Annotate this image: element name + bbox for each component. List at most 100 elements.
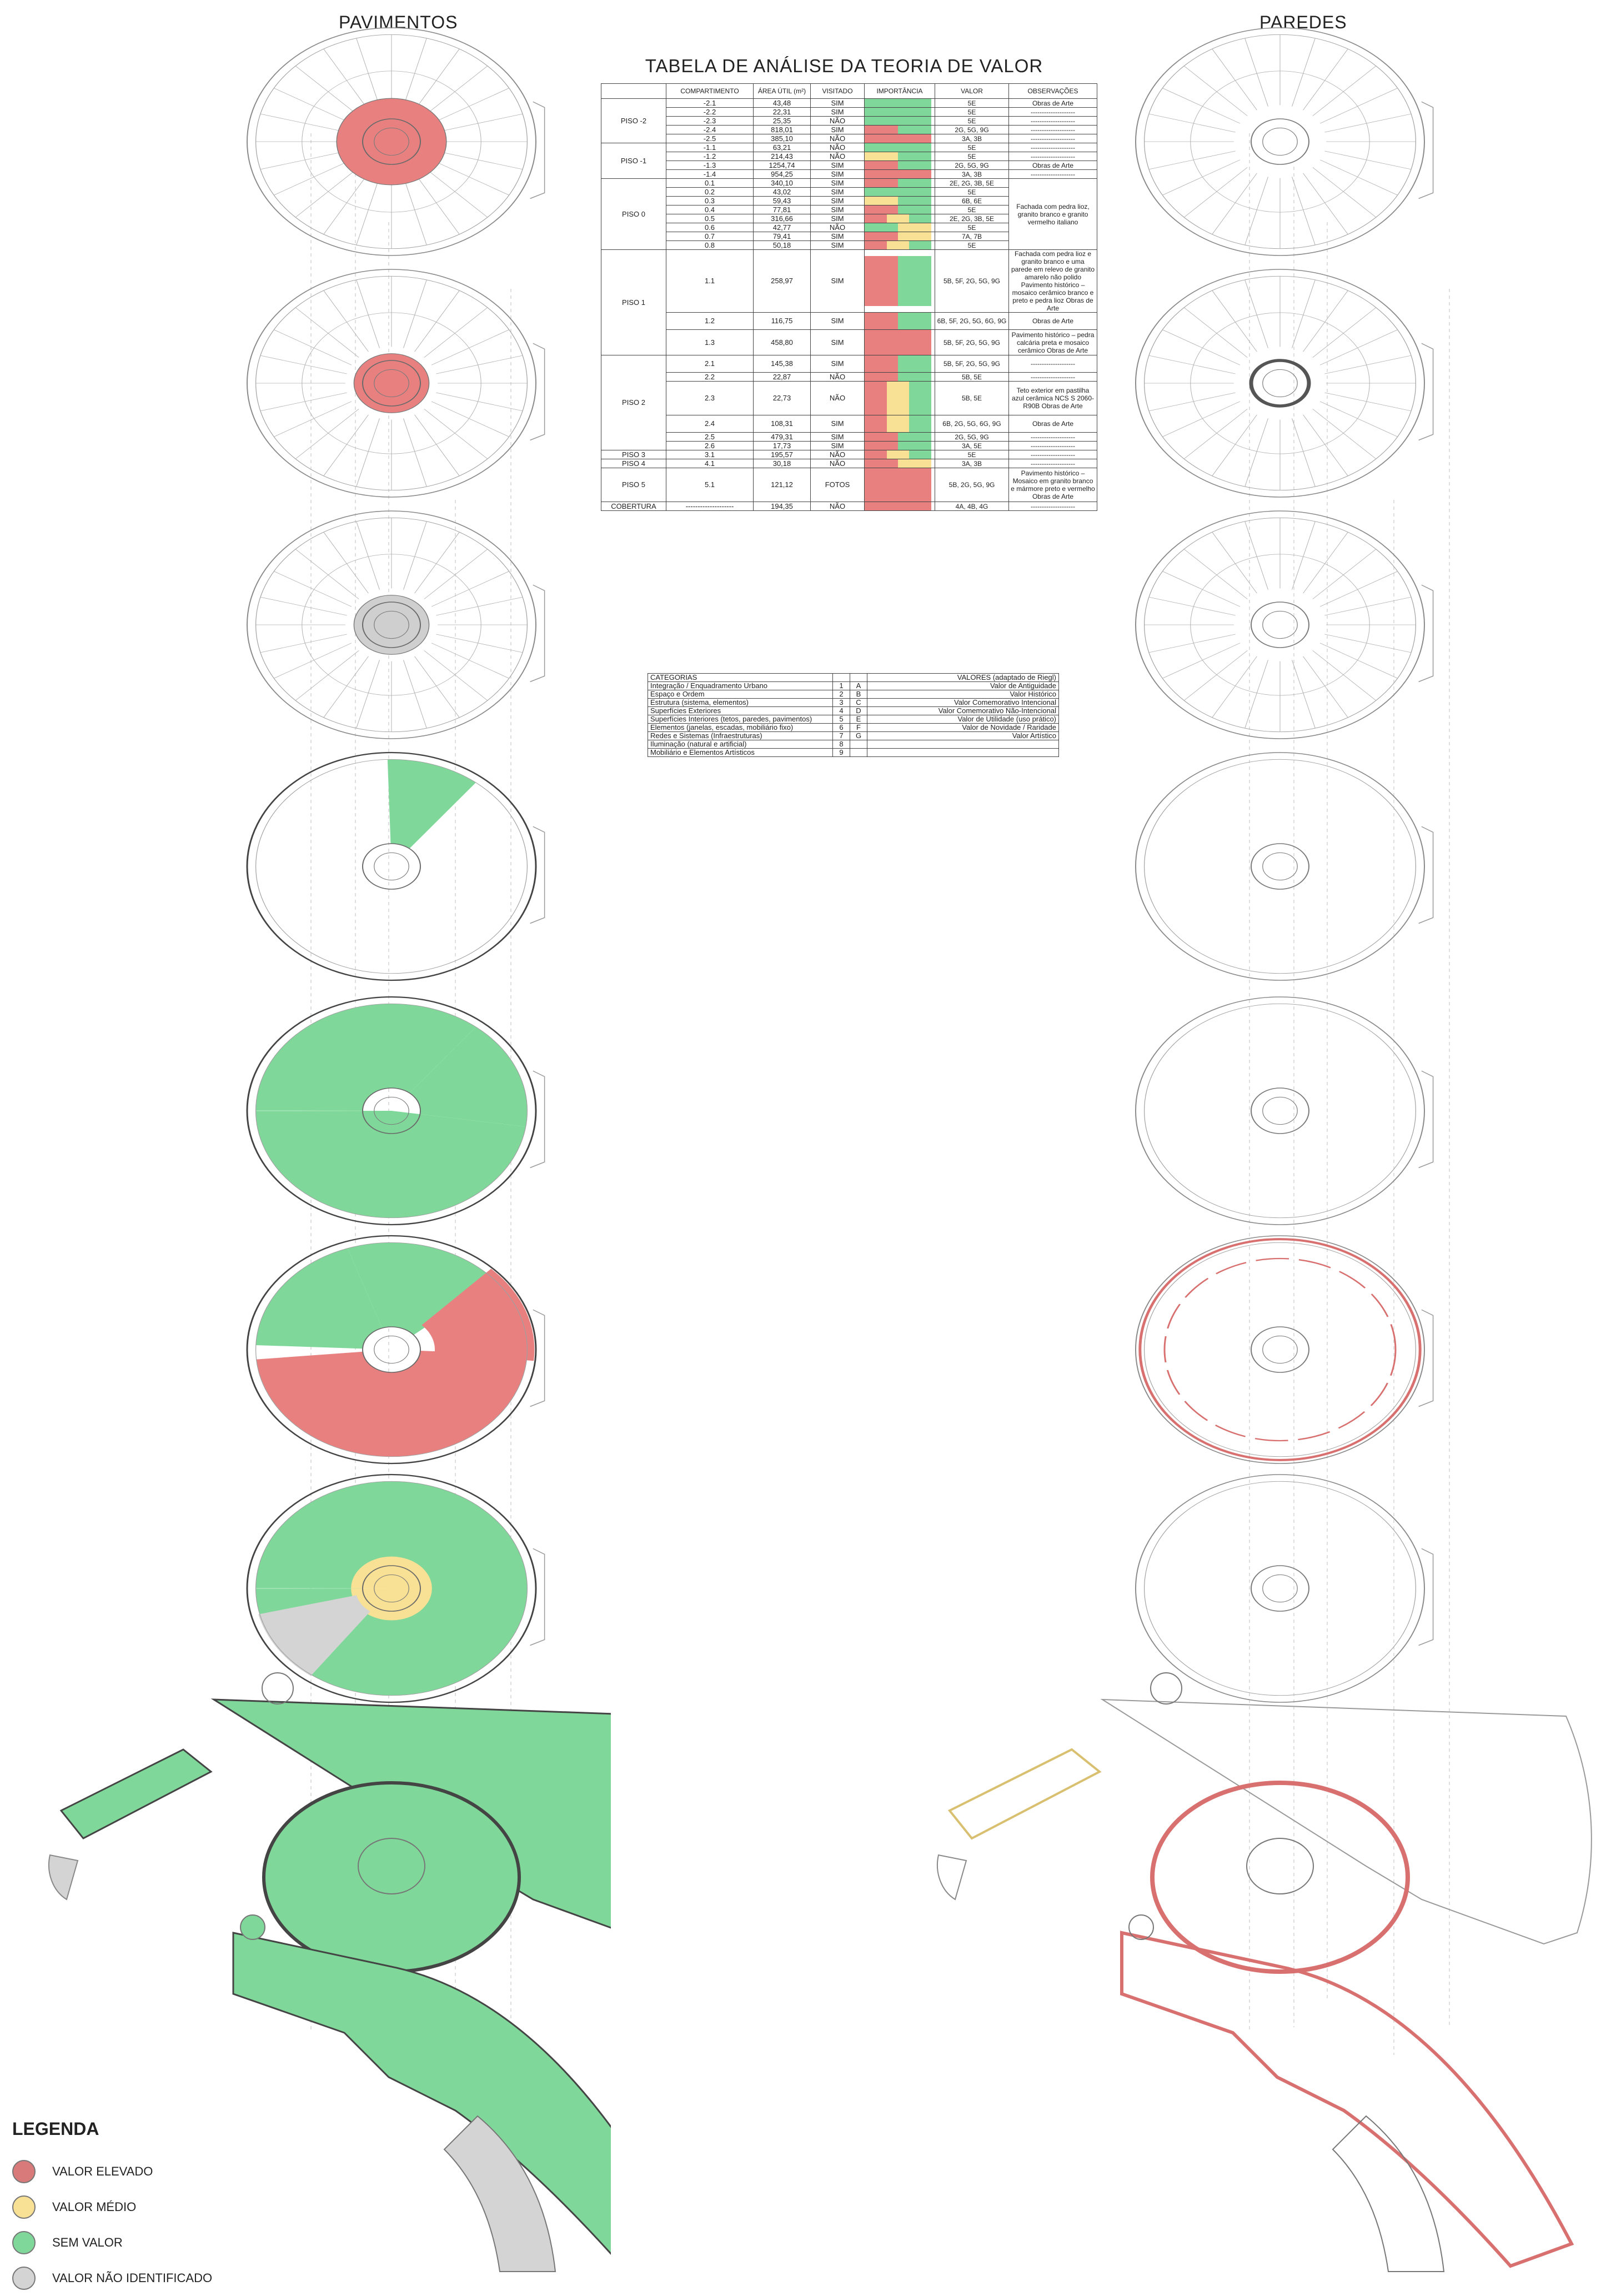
importancia-bar xyxy=(865,188,931,196)
importancia-cell xyxy=(864,223,935,232)
valor-cell: 5B, 5F, 2G, 5G, 9G xyxy=(935,329,1009,355)
radial-line xyxy=(323,290,369,352)
radial-line xyxy=(1162,159,1241,195)
core-ring xyxy=(362,601,421,648)
importancia-bar xyxy=(865,152,931,161)
stair-ring xyxy=(1262,852,1298,881)
category-name: Mobiliário e Elementos Artísticos xyxy=(648,748,833,757)
radial-line xyxy=(1312,409,1377,459)
legend-item-nao-identificado: VALOR NÃO IDENTIFICADO xyxy=(12,2260,212,2296)
visitado-cell: SIM xyxy=(810,205,865,214)
importancia-segment xyxy=(865,415,887,432)
radial-line xyxy=(424,66,488,116)
importancia-segment xyxy=(909,214,931,223)
radial-line xyxy=(1303,48,1348,111)
stair-ring xyxy=(1262,610,1298,639)
compartimento-cell: 1.3 xyxy=(666,329,754,355)
facade-panel xyxy=(1418,101,1434,199)
importancia-segment xyxy=(865,99,931,107)
value-name: Valor Histórico xyxy=(867,690,1059,699)
floor-sector xyxy=(347,1242,495,1335)
radial-line xyxy=(414,173,460,235)
stair-ring xyxy=(374,127,409,156)
radial-line xyxy=(414,48,460,111)
outer-ring xyxy=(1135,27,1425,256)
category-row: Iluminação (natural e artificial)8 xyxy=(648,740,1059,749)
floor-sector xyxy=(255,1004,476,1111)
floor-sector xyxy=(421,1269,535,1361)
area-cell: 43,02 xyxy=(753,187,811,197)
area-cell: 43,48 xyxy=(753,98,811,108)
radial-line xyxy=(1244,660,1268,729)
radial-line xyxy=(1244,279,1268,348)
valor-cell: 3A, 3B xyxy=(935,459,1009,468)
importancia-segment xyxy=(898,179,931,187)
area-cell: 50,18 xyxy=(753,240,811,250)
visitado-cell: FOTOS xyxy=(810,468,865,502)
radial-line xyxy=(403,660,427,729)
outer-ring xyxy=(1135,752,1425,981)
visitado-cell: SIM xyxy=(810,355,865,373)
plan-body xyxy=(1135,269,1425,498)
radial-line xyxy=(1212,173,1257,235)
category-name: Superfícies Exteriores xyxy=(648,706,833,715)
piso-cell: COBERTURA xyxy=(601,502,666,511)
observacoes-cell: -------------------- xyxy=(1008,152,1097,161)
radial-line xyxy=(431,159,509,195)
plan-body xyxy=(246,1473,537,1703)
table-title: TABELA DE ANÁLISE DA TEORIA DE VALOR xyxy=(645,56,1043,76)
stair-ring xyxy=(374,1574,409,1603)
radial-line xyxy=(424,307,488,358)
observacoes-cell: -------------------- xyxy=(1008,459,1097,468)
grey-zone xyxy=(443,2115,556,2272)
radial-line xyxy=(1319,401,1398,437)
compartimento-cell: -2.2 xyxy=(666,107,754,117)
radial-line xyxy=(1212,656,1257,718)
outer-ring xyxy=(1135,510,1425,739)
radial-line xyxy=(431,401,509,437)
visitado-cell: SIM xyxy=(810,169,865,179)
plan-body xyxy=(246,996,537,1226)
radial-line xyxy=(1319,571,1398,607)
core-ring xyxy=(1249,359,1311,408)
area-cell: 17,73 xyxy=(753,441,811,450)
visitado-cell: NÃO xyxy=(810,143,865,152)
importancia-bar xyxy=(865,161,931,169)
radial-line xyxy=(424,549,488,599)
category-number: 8 xyxy=(832,740,850,749)
inner-ring xyxy=(1144,1003,1416,1219)
importancia-segment xyxy=(865,214,887,223)
radial-line xyxy=(1183,66,1248,116)
categories-table-body: CATEGORIAS VALORES (adaptado de Riegl) I… xyxy=(648,673,1059,757)
grey-annex xyxy=(936,1854,967,1901)
legend-item-valor-elevado: VALOR ELEVADO xyxy=(12,2154,212,2189)
radial-line xyxy=(1148,113,1236,133)
value-letter xyxy=(850,740,867,749)
radial-line xyxy=(1292,418,1316,487)
inner-ring xyxy=(255,759,528,974)
floor-plan-piso-4 xyxy=(247,510,545,739)
radial-line xyxy=(1312,167,1377,218)
header-area: ÁREA ÚTIL (m²) xyxy=(753,83,811,99)
core-ring xyxy=(1251,1326,1309,1373)
facade-panel xyxy=(530,1070,545,1169)
category-number: 9 xyxy=(832,748,850,757)
mid-ring xyxy=(1190,312,1370,454)
radial-line xyxy=(1319,643,1398,679)
inner-ring xyxy=(255,1481,528,1696)
legend-label: VALOR NÃO IDENTIFICADO xyxy=(52,2271,213,2285)
compartimento-cell: 1.2 xyxy=(666,312,754,330)
importancia-bar xyxy=(865,170,931,178)
facade-panel xyxy=(1418,1548,1434,1646)
facade-panel xyxy=(530,101,545,199)
importancia-segment xyxy=(865,313,898,329)
visitado-cell: SIM xyxy=(810,432,865,442)
header-visitado: VISITADO xyxy=(810,83,865,99)
importancia-bar xyxy=(865,256,931,306)
valor-cell: 6B, 6E xyxy=(935,196,1009,205)
